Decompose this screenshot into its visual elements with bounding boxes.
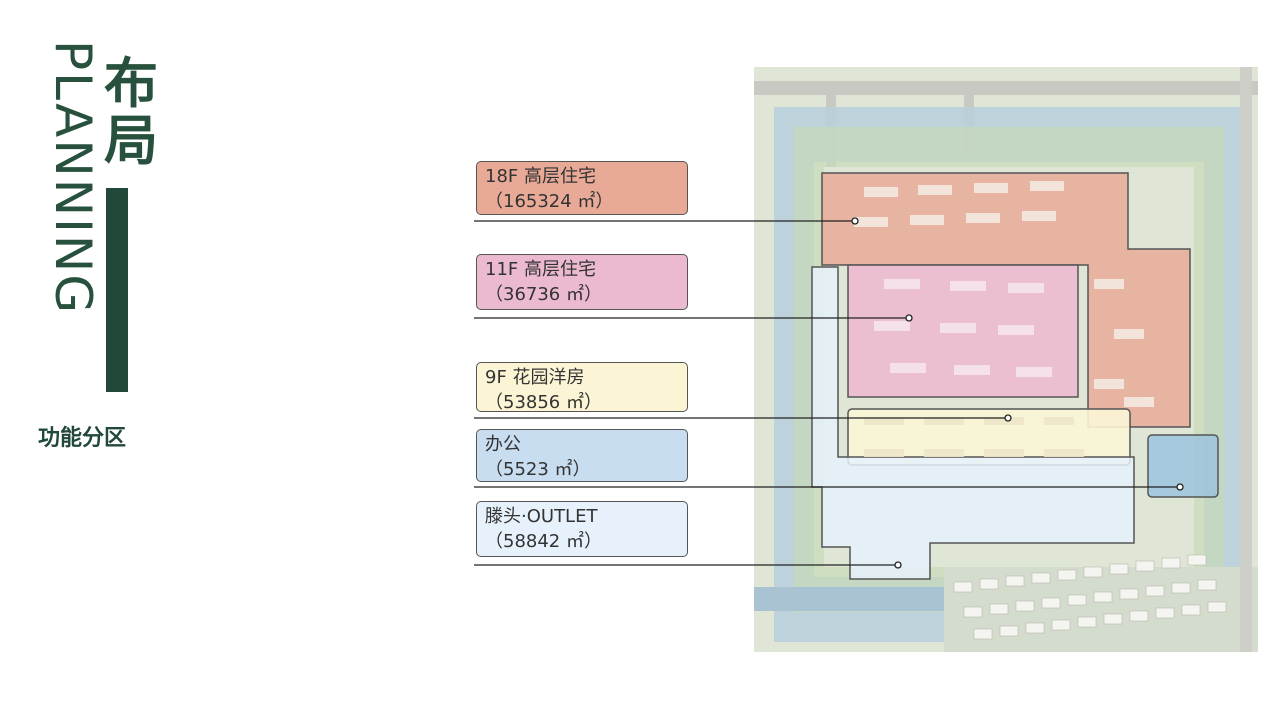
zone-area: （165324 ㎡） bbox=[485, 191, 614, 212]
zone-label-outlet: 滕头·OUTLET （58842 ㎡） bbox=[476, 501, 688, 557]
zone-label-9f: 9F 花园洋房 （53856 ㎡） bbox=[476, 362, 688, 413]
title-chinese: 布局 bbox=[104, 52, 158, 172]
title-english: PLANNING bbox=[44, 40, 102, 316]
zone-area: （5523 ㎡） bbox=[485, 459, 591, 480]
zone-area: （58842 ㎡） bbox=[485, 531, 602, 552]
zone-area: （53856 ㎡） bbox=[485, 392, 602, 413]
zone-name: 18F 高层住宅 bbox=[485, 166, 596, 187]
title-accent-bar bbox=[106, 188, 128, 392]
zone-area: （36736 ㎡） bbox=[485, 284, 602, 305]
zone-label-18f: 18F 高层住宅 （165324 ㎡） bbox=[476, 161, 688, 215]
zone-label-11f: 11F 高层住宅 （36736 ㎡） bbox=[476, 254, 688, 310]
site-plan-map bbox=[754, 67, 1258, 652]
section-subtitle: 功能分区 bbox=[38, 426, 127, 451]
zone-name: 滕头·OUTLET bbox=[485, 506, 598, 527]
zone-label-office: 办公 （5523 ㎡） bbox=[476, 429, 688, 482]
zone-name: 办公 bbox=[485, 434, 521, 455]
zone-name: 9F 花园洋房 bbox=[485, 367, 585, 388]
zone-name: 11F 高层住宅 bbox=[485, 259, 596, 280]
